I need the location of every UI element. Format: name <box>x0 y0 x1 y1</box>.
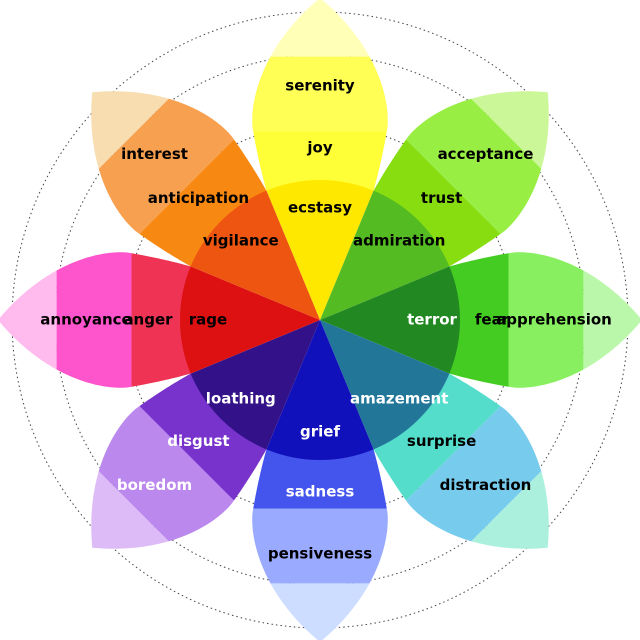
label-pensiveness: pensiveness <box>268 545 372 563</box>
trust-petal-tip <box>471 91 549 169</box>
label-distraction: distraction <box>440 476 532 494</box>
label-trust: trust <box>421 189 462 207</box>
petal-anger <box>0 252 320 388</box>
disgust-outer-segment <box>98 406 234 542</box>
petal-surprise <box>320 320 549 549</box>
anger-middle-segment <box>131 253 191 387</box>
surprise-middle-segment <box>373 373 501 501</box>
sadness-outer-segment <box>252 508 388 584</box>
trust-middle-segment <box>373 139 501 267</box>
anticipation-outer-segment <box>98 98 234 234</box>
label-disgust: disgust <box>167 432 229 450</box>
surprise-outer-segment <box>406 406 542 542</box>
label-ecstasy: ecstasy <box>288 199 352 217</box>
label-fear: fear <box>475 311 510 329</box>
label-terror: terror <box>407 311 457 329</box>
label-amazement: amazement <box>350 390 448 408</box>
petal-joy <box>252 0 388 320</box>
sadness-middle-segment <box>253 449 387 509</box>
joy-middle-segment <box>253 131 387 191</box>
fear-outer-segment <box>508 252 584 388</box>
joy-outer-segment <box>252 56 388 132</box>
label-serenity: serenity <box>285 77 355 95</box>
label-acceptance: acceptance <box>438 145 534 163</box>
joy-petal-tip <box>270 0 370 57</box>
label-vigilance: vigilance <box>203 231 279 249</box>
fear-petal-tip <box>583 270 640 370</box>
surprise-petal-tip <box>471 471 549 549</box>
label-anger: anger <box>123 311 173 329</box>
petal-trust <box>320 91 549 320</box>
petal-fear <box>320 252 640 388</box>
anger-outer-segment <box>56 252 132 388</box>
label-annoyance: annoyance <box>40 311 131 329</box>
disgust-middle-segment <box>139 373 267 501</box>
petal-disgust <box>91 320 320 549</box>
trust-outer-segment <box>406 98 542 234</box>
disgust-inner-segment <box>190 320 320 450</box>
label-surprise: surprise <box>407 432 476 450</box>
label-grief: grief <box>300 423 340 441</box>
fear-middle-segment <box>449 253 509 387</box>
labels: ecstasy joy serenity admiration trust accepta… <box>40 77 612 563</box>
petal-anticipation <box>91 91 320 320</box>
surprise-inner-segment <box>320 320 450 450</box>
sadness-inner-segment <box>266 320 374 460</box>
label-admiration: admiration <box>353 231 445 249</box>
label-loathing: loathing <box>206 390 276 408</box>
anticipation-petal-tip <box>91 91 169 169</box>
anger-petal-tip <box>0 270 57 370</box>
label-rage: rage <box>189 311 227 329</box>
sadness-petal-tip <box>270 583 370 640</box>
label-anticipation: anticipation <box>148 189 249 207</box>
label-sadness: sadness <box>286 483 355 501</box>
joy-inner-segment <box>266 180 374 320</box>
anticipation-middle-segment <box>139 139 267 267</box>
petal-sadness <box>252 320 388 640</box>
label-joy: joy <box>306 139 332 157</box>
trust-inner-segment <box>320 190 450 320</box>
anger-inner-segment <box>180 266 320 374</box>
label-boredom: boredom <box>117 476 192 494</box>
label-apprehension: apprehension <box>496 311 612 329</box>
anticipation-inner-segment <box>190 190 320 320</box>
fear-inner-segment <box>320 266 460 374</box>
label-interest: interest <box>121 145 188 163</box>
disgust-petal-tip <box>91 471 169 549</box>
